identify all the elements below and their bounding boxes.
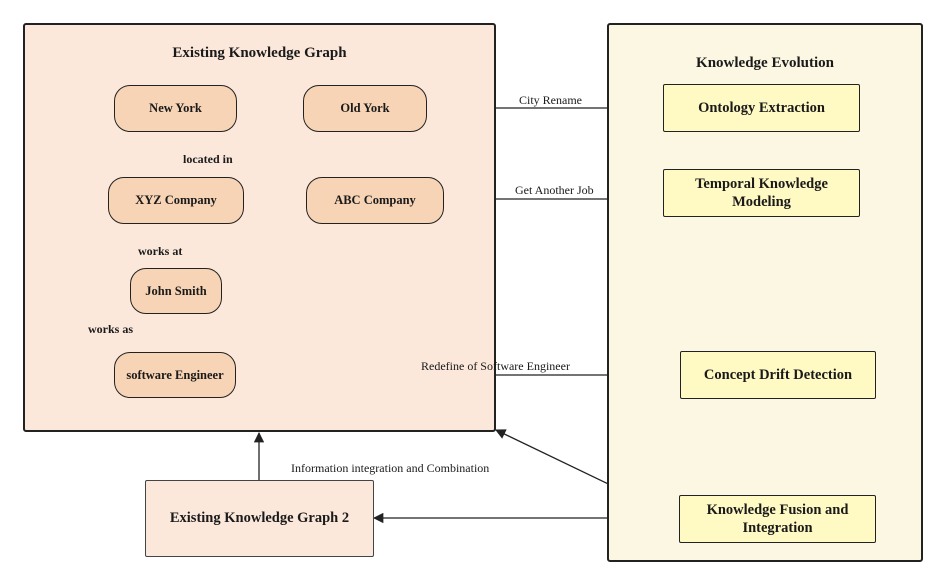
- evolution-panel-title: Knowledge Evolution: [696, 55, 834, 71]
- ontology-extraction-box[interactable]: Ontology Extraction: [663, 84, 860, 132]
- node-new-york[interactable]: New York: [114, 85, 237, 132]
- node-xyz-company[interactable]: XYZ Company: [108, 177, 244, 224]
- node-john-smith[interactable]: John Smith: [130, 268, 222, 314]
- concept-drift-detection-box[interactable]: Concept Drift Detection: [680, 351, 876, 399]
- label-works-as: works as: [88, 322, 134, 336]
- label-get-another-job: Get Another Job: [515, 183, 594, 197]
- kg-panel-title: Existing Knowledge Graph: [172, 45, 347, 61]
- temporal-knowledge-modeling-box[interactable]: Temporal Knowledge Modeling: [663, 169, 860, 217]
- label-redefine-software-engineer: Redefine of Software Engineer: [421, 359, 570, 373]
- existing-knowledge-graph-2-box[interactable]: Existing Knowledge Graph 2: [145, 480, 374, 557]
- node-abc-company[interactable]: ABC Company: [306, 177, 444, 224]
- label-works-at: works at: [138, 244, 183, 258]
- label-city-rename: City Rename: [519, 93, 582, 107]
- node-old-york[interactable]: Old York: [303, 85, 427, 132]
- label-located-in: located in: [183, 152, 233, 166]
- label-information-integration: Information integration and Combination: [291, 461, 490, 475]
- node-software-engineer[interactable]: software Engineer: [114, 352, 236, 398]
- knowledge-fusion-box[interactable]: Knowledge Fusion and Integration: [679, 495, 876, 543]
